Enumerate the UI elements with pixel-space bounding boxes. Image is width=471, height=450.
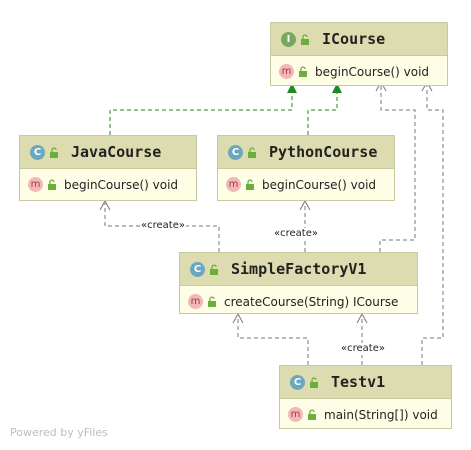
lock-open-icon bbox=[310, 376, 318, 388]
class-name: SimpleFactoryV1 bbox=[231, 260, 367, 278]
class-node-pythoncourse[interactable]: C PythonCourse m beginCourse() void bbox=[217, 135, 395, 201]
lock-open-icon bbox=[50, 146, 58, 158]
class-name: JavaCourse bbox=[71, 143, 162, 161]
runnable-class-icon: C bbox=[290, 374, 305, 390]
class-icon: C bbox=[30, 144, 45, 160]
method-signature: main(String[]) void bbox=[324, 407, 438, 422]
class-node-icourse[interactable]: I ICourse m beginCourse() void bbox=[270, 22, 448, 86]
realization-arrowhead-javacourse bbox=[287, 83, 297, 93]
method-row: m createCourse(String) ICourse bbox=[180, 286, 417, 317]
dependency-edge-testv1-factory bbox=[237, 316, 309, 365]
class-header: C PythonCourse bbox=[218, 136, 394, 169]
powered-by-watermark: Powered by yFiles bbox=[10, 426, 108, 439]
interface-icon: I bbox=[281, 31, 296, 47]
lock-open-icon bbox=[246, 179, 254, 190]
method-signature: beginCourse() void bbox=[64, 177, 179, 192]
realization-edge-pythoncourse-icourse bbox=[307, 90, 338, 135]
static-method-icon: m bbox=[288, 407, 303, 422]
class-name: PythonCourse bbox=[269, 143, 378, 161]
open-arrowhead-factory-create bbox=[356, 312, 368, 324]
class-header: C Testv1 bbox=[280, 366, 451, 399]
method-row: m beginCourse() void bbox=[218, 169, 394, 200]
method-icon: m bbox=[226, 177, 241, 192]
class-node-javacourse[interactable]: C JavaCourse m beginCourse() void bbox=[19, 135, 197, 201]
method-signature: createCourse(String) ICourse bbox=[224, 294, 399, 309]
realization-edge-javacourse-icourse bbox=[109, 90, 293, 135]
class-name: Testv1 bbox=[331, 373, 386, 391]
lock-open-icon bbox=[301, 33, 309, 45]
method-signature: beginCourse() void bbox=[315, 64, 430, 79]
open-arrowhead-javacourse bbox=[99, 199, 111, 211]
method-icon: m bbox=[188, 294, 203, 309]
create-label-pythoncourse: «create» bbox=[273, 228, 319, 240]
method-icon: m bbox=[279, 64, 294, 79]
lock-open-icon bbox=[210, 263, 218, 275]
method-row: m main(String[]) void bbox=[280, 399, 451, 430]
dependency-edge-factory-icourse bbox=[379, 84, 416, 252]
class-icon: C bbox=[190, 261, 205, 277]
dependency-edge-testv1-icourse bbox=[421, 84, 444, 365]
class-node-simplefactoryv1[interactable]: C SimpleFactoryV1 m createCourse(String)… bbox=[179, 252, 418, 314]
lock-open-icon bbox=[48, 179, 56, 190]
method-row: m beginCourse() void bbox=[20, 169, 196, 200]
lock-open-icon bbox=[299, 66, 307, 77]
class-node-testv1[interactable]: C Testv1 m main(String[]) void bbox=[279, 365, 452, 429]
class-header: I ICourse bbox=[271, 23, 447, 56]
lock-open-icon bbox=[248, 146, 256, 158]
lock-open-icon bbox=[208, 296, 216, 307]
class-name: ICourse bbox=[322, 30, 386, 48]
create-label-testv1: «create» bbox=[340, 343, 386, 355]
method-signature: beginCourse() void bbox=[262, 177, 377, 192]
method-row: m beginCourse() void bbox=[271, 56, 447, 87]
lock-open-icon bbox=[308, 409, 316, 420]
class-icon: C bbox=[228, 144, 243, 160]
realization-arrowhead-pythoncourse bbox=[332, 83, 342, 93]
method-icon: m bbox=[28, 177, 43, 192]
class-header: C JavaCourse bbox=[20, 136, 196, 169]
create-label-javacourse: «create» bbox=[140, 220, 186, 232]
open-arrowhead-pythoncourse bbox=[299, 199, 311, 211]
class-header: C SimpleFactoryV1 bbox=[180, 253, 417, 286]
open-arrowhead-factory-testv1 bbox=[232, 312, 244, 324]
